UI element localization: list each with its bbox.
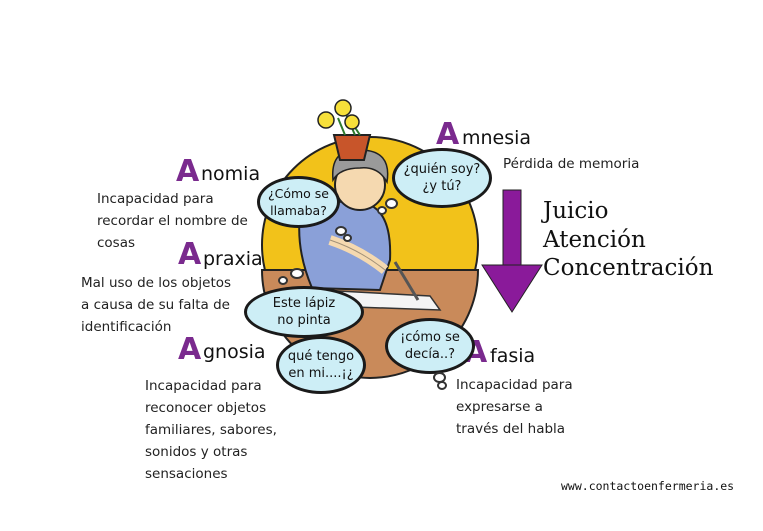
amnesia-initial: A bbox=[436, 117, 460, 152]
function-concentracion: Concentración bbox=[543, 255, 714, 281]
flower-icon bbox=[344, 114, 360, 130]
person-arm bbox=[328, 235, 389, 274]
flower-icon bbox=[334, 99, 352, 117]
arrow-shaft bbox=[502, 189, 522, 276]
function-juicio: Juicio bbox=[543, 198, 609, 224]
agnosia-term: gnosia bbox=[203, 341, 266, 363]
amnesia-term: mnesia bbox=[462, 127, 532, 149]
anomia-description: Incapacidad para recordar el nombre de c… bbox=[97, 191, 248, 251]
anomia-initial: A bbox=[176, 154, 200, 189]
apraxia-term: praxia bbox=[203, 248, 263, 270]
bubble-como-se-llamaba: ¿Cómo se llamaba? bbox=[257, 176, 340, 228]
bubble-como-se-decia: ¡cómo se decía..? bbox=[385, 318, 475, 374]
bubble-este-lapiz: Este lápiz no pinta bbox=[244, 286, 364, 338]
anomia-term: nomia bbox=[201, 163, 261, 185]
apraxia-description: Mal uso de los objetos a causa de su fal… bbox=[81, 275, 232, 335]
agnosia-initial: A bbox=[178, 332, 202, 367]
function-atencion: Atención bbox=[543, 227, 646, 253]
arrow-head-icon bbox=[481, 264, 543, 313]
afasia-term: fasia bbox=[490, 345, 536, 367]
agnosia-description: Incapacidad para reconocer objetos famil… bbox=[145, 378, 277, 482]
flower-pot bbox=[332, 134, 372, 161]
amnesia-description: Pérdida de memoria bbox=[503, 156, 640, 172]
bubble-que-tengo: qué tengo en mi....¡¿ bbox=[276, 336, 366, 394]
flower-icon bbox=[317, 111, 335, 129]
bubble-quien-soy: ¿quién soy? ¿y tú? bbox=[392, 148, 492, 208]
website-credit: www.contactoenfermeria.es bbox=[561, 479, 735, 493]
apraxia-initial: A bbox=[178, 237, 202, 272]
afasia-description: Incapacidad para expresarse a través del… bbox=[456, 377, 573, 437]
pencil bbox=[393, 261, 420, 301]
